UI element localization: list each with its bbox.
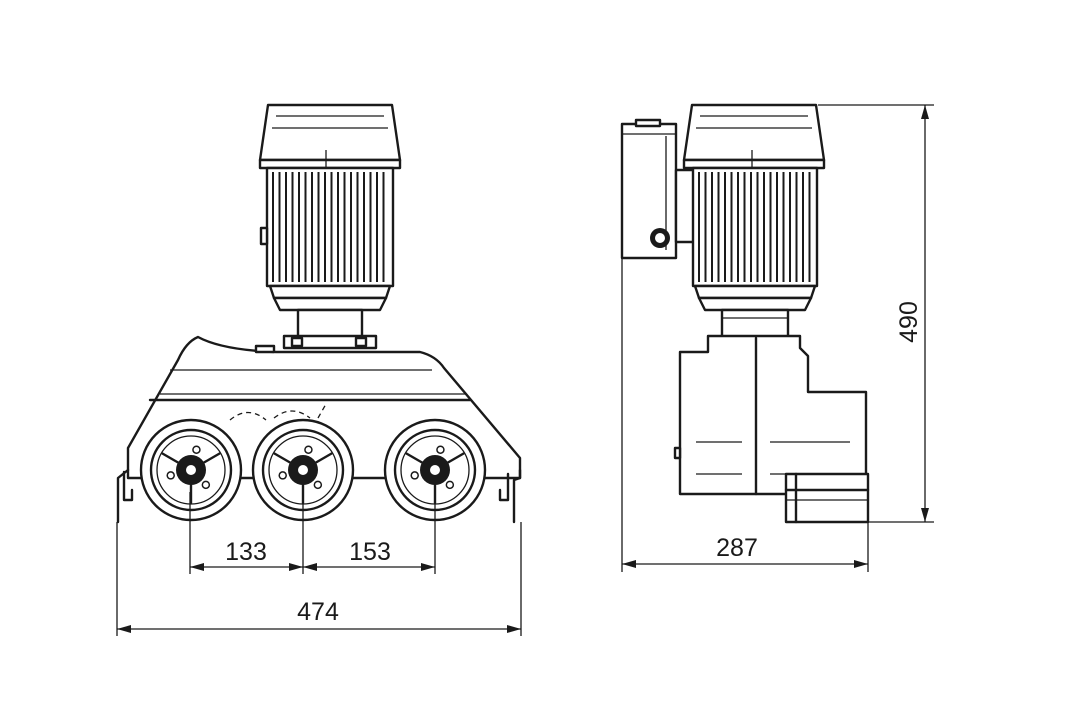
motor-terminal-nub <box>259 226 269 246</box>
gearbox-outline <box>678 334 868 496</box>
guide-rail-right <box>512 468 522 524</box>
motor-finned-body <box>265 166 395 288</box>
side-motor-cooling-fins <box>698 172 811 282</box>
control-box-top-nub <box>634 118 662 128</box>
side-motor-flange-lower <box>697 296 813 312</box>
motor-cooling-fins <box>272 172 385 282</box>
coupling-base-plate <box>282 334 378 350</box>
side-dimensions: 287 490 <box>621 104 934 572</box>
side-housing <box>673 334 870 524</box>
motor-flange-upper <box>268 284 392 300</box>
wheel <box>383 418 487 522</box>
outlet-block <box>784 472 870 524</box>
side-view: 287 490 <box>620 103 934 572</box>
dim-label-overall-width: 474 <box>297 598 339 626</box>
side-motor-fan-cover <box>682 103 826 162</box>
front-motor <box>258 103 402 350</box>
front-bolt-left <box>290 336 304 348</box>
motor-flange-lower <box>272 296 388 312</box>
front-view: 133 153 474 <box>116 103 522 636</box>
dim-label-pitch-left: 133 <box>225 538 267 566</box>
side-motor <box>682 103 826 340</box>
front-bolt-right <box>354 336 368 348</box>
dim-label-pitch-right: 153 <box>349 538 391 566</box>
front-wheels <box>139 418 487 522</box>
motor-fan-cover <box>258 103 402 162</box>
wheel <box>139 418 243 522</box>
dim-label-side-depth: 287 <box>716 534 758 562</box>
dim-label-overall-height: 490 <box>895 301 923 343</box>
gearbox-plug <box>673 446 682 460</box>
side-motor-flange-upper <box>693 284 817 300</box>
front-dimensions: 133 153 474 <box>116 492 522 636</box>
motor-coupling <box>296 308 364 340</box>
side-motor-coupling <box>720 308 790 340</box>
wheel <box>251 418 355 522</box>
housing-vent <box>254 344 276 354</box>
